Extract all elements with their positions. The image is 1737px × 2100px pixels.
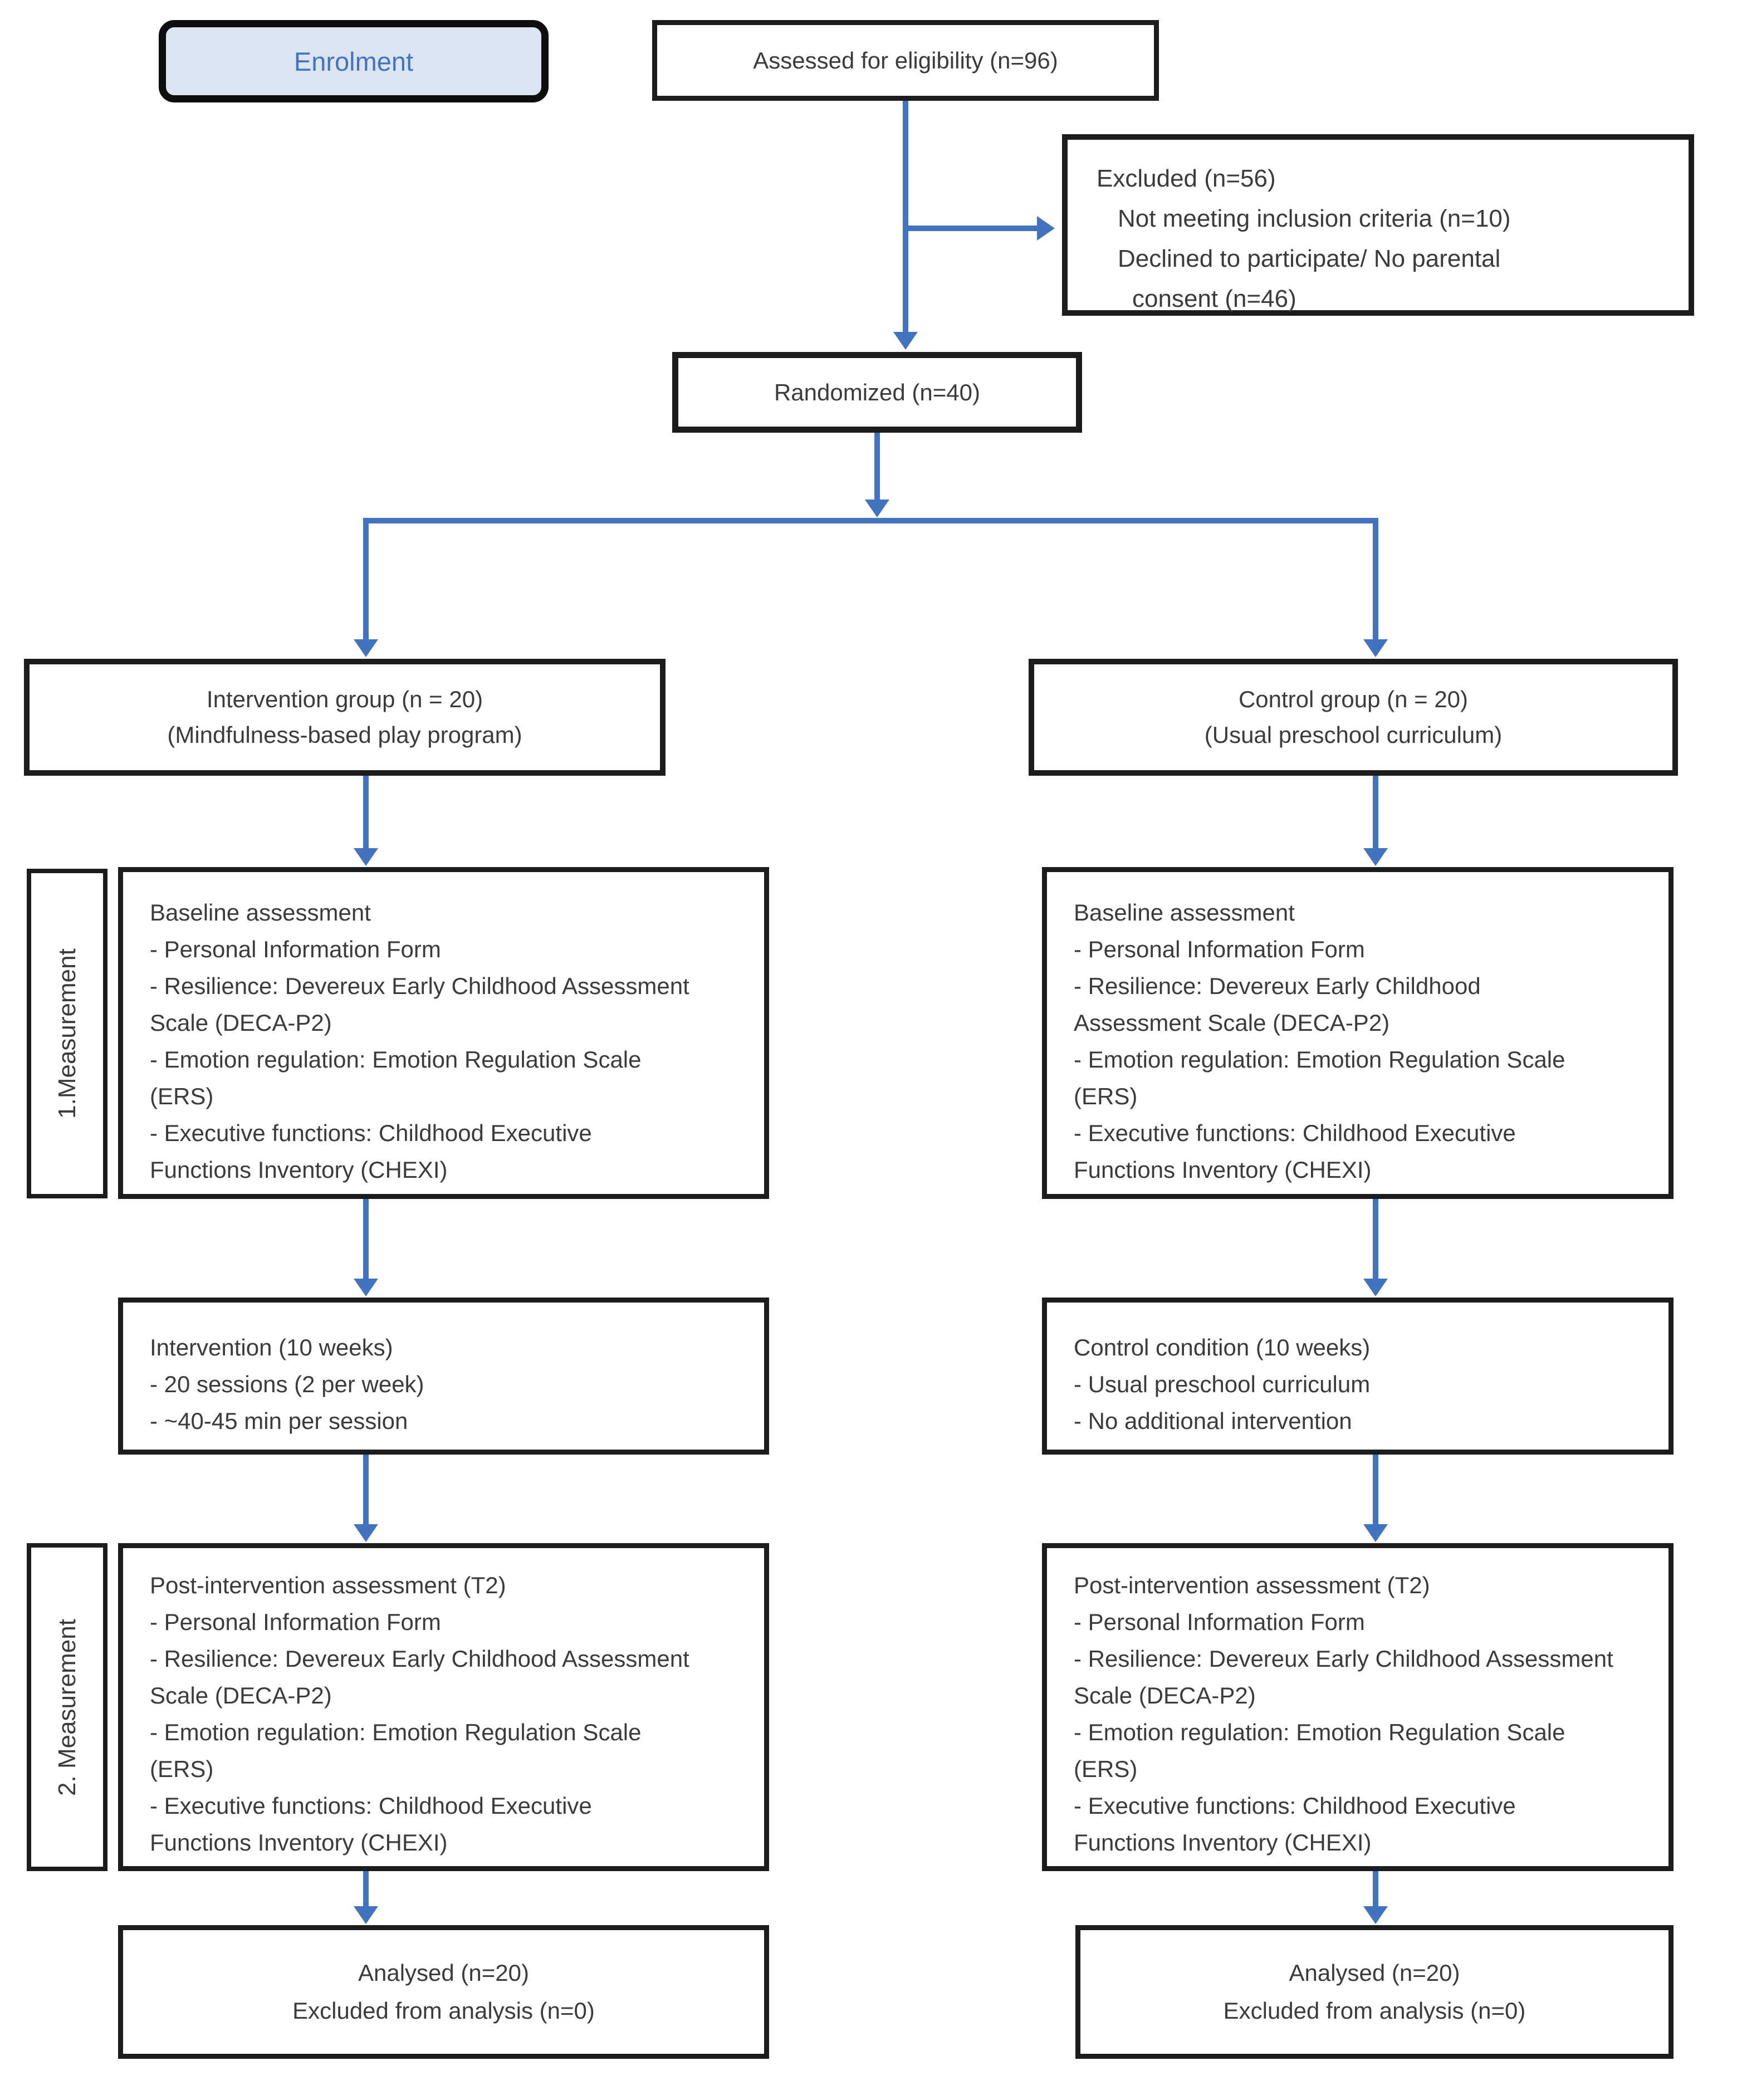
box-line: Assessment Scale (DECA-P2) [1074, 1010, 1390, 1036]
box-line: Intervention (10 weeks) [150, 1334, 393, 1360]
box-line: - Personal Information Form [150, 936, 441, 962]
box-line: Baseline assessment [1074, 899, 1295, 926]
measurement-1-label: 1.Measurement [53, 948, 81, 1119]
box-line: - Resilience: Devereux Early Childhood [1074, 973, 1481, 999]
arrow-assessed-to-randomized [903, 101, 908, 334]
box-line: - Executive functions: Childhood Executi… [150, 1793, 592, 1819]
excluded-reason: Declined to participate/ No parental [1118, 245, 1501, 272]
arrowhead-down-icon [354, 1906, 378, 1924]
box-line: Analysed (n=20) [1289, 1960, 1460, 1986]
arrow-split-to-control-group [1373, 523, 1378, 639]
arrowhead-down-icon [354, 848, 378, 866]
box-line: Control condition (10 weeks) [1074, 1334, 1371, 1360]
box-line: - Emotion regulation: Emotion Regulation… [1074, 1719, 1565, 1745]
group-line: (Mindfulness-based play program) [167, 722, 522, 748]
box-line: - Executive functions: Childhood Executi… [1074, 1793, 1516, 1819]
arrowhead-down-icon [1363, 848, 1388, 866]
post-assessment-right-box: Post-intervention assessment (T2) - Pers… [1042, 1543, 1674, 1871]
box-line: Scale (DECA-P2) [1074, 1682, 1256, 1709]
arrowhead-down-icon [893, 332, 918, 350]
excluded-title: Excluded (n=56) [1097, 165, 1276, 192]
box-line: Functions Inventory (CHEXI) [1074, 1829, 1372, 1856]
box-line: Excluded from analysis (n=0) [1223, 1998, 1526, 2024]
group-line: Intervention group (n = 20) [206, 686, 483, 712]
box-line: Post-intervention assessment (T2) [150, 1572, 506, 1598]
enrolment-stage-box: Enrolment [159, 20, 549, 102]
arrowhead-down-icon [1363, 1524, 1388, 1542]
arrow-group-to-baseline-right [1373, 776, 1378, 848]
assessed-text: Assessed for eligibility (n=96) [753, 47, 1058, 74]
measurement-1-sidebar: 1.Measurement [27, 869, 107, 1198]
arrowhead-right-icon [1037, 216, 1055, 241]
arrow-post-to-analysed-left [363, 1871, 369, 1906]
arrow-period-to-post-left [363, 1455, 369, 1524]
arrow-baseline-to-period-left [363, 1199, 369, 1279]
box-line: - Resilience: Devereux Early Childhood A… [150, 1646, 689, 1672]
box-line: (ERS) [1074, 1756, 1138, 1782]
arrowhead-down-icon [354, 1524, 378, 1542]
box-line: - Personal Information Form [1074, 936, 1365, 962]
box-line: Functions Inventory (CHEXI) [150, 1157, 448, 1183]
arrow-to-excluded [906, 226, 1039, 231]
group-line: (Usual preschool curriculum) [1204, 722, 1503, 748]
box-line: - Emotion regulation: Emotion Regulation… [150, 1719, 642, 1745]
enrolment-label: Enrolment [293, 46, 414, 76]
arrow-post-to-analysed-right [1373, 1871, 1378, 1906]
split-connector-line [363, 518, 1378, 523]
arrow-group-to-baseline-left [363, 776, 369, 848]
baseline-assessment-right-box: Baseline assessment - Personal Informati… [1042, 867, 1674, 1199]
arrowhead-down-icon [1363, 639, 1388, 657]
box-line: Scale (DECA-P2) [150, 1682, 332, 1709]
group-line: Control group (n = 20) [1238, 686, 1469, 712]
randomized-text: Randomized (n=40) [774, 379, 981, 405]
control-period-box: Control condition (10 weeks) - Usual pre… [1042, 1298, 1674, 1455]
control-group-box: Control group (n = 20) (Usual preschool … [1029, 659, 1678, 776]
box-line: Functions Inventory (CHEXI) [150, 1829, 448, 1856]
excluded-reason: Not meeting inclusion criteria (n=10) [1118, 205, 1511, 232]
post-assessment-left-box: Post-intervention assessment (T2) - Pers… [118, 1543, 769, 1871]
box-line: Scale (DECA-P2) [150, 1010, 332, 1036]
box-line: - No additional intervention [1074, 1408, 1352, 1434]
box-line: - ~40-45 min per session [150, 1408, 408, 1434]
arrow-randomized-to-split [874, 433, 880, 501]
excluded-reason: consent (n=46) [1132, 285, 1296, 312]
analysed-right-box: Analysed (n=20) Excluded from analysis (… [1075, 1925, 1674, 2059]
arrow-baseline-to-period-right [1373, 1199, 1378, 1279]
box-line: (ERS) [150, 1083, 214, 1109]
arrowhead-down-icon [354, 1279, 378, 1296]
arrowhead-down-icon [354, 639, 378, 657]
box-line: Analysed (n=20) [358, 1960, 530, 1986]
arrow-split-to-intervention-group [363, 523, 369, 639]
box-line: Functions Inventory (CHEXI) [1074, 1157, 1372, 1183]
arrowhead-down-icon [1363, 1906, 1388, 1924]
randomized-box: Randomized (n=40) [672, 352, 1082, 433]
box-line: - Emotion regulation: Emotion Regulation… [1074, 1046, 1565, 1073]
box-line: - Executive functions: Childhood Executi… [1074, 1120, 1516, 1146]
intervention-group-box: Intervention group (n = 20) (Mindfulness… [24, 659, 666, 776]
intervention-period-box: Intervention (10 weeks) - 20 sessions (2… [118, 1298, 769, 1455]
assessed-eligibility-box: Assessed for eligibility (n=96) [652, 20, 1159, 101]
box-line: Baseline assessment [150, 899, 371, 926]
baseline-assessment-left-box: Baseline assessment - Personal Informati… [118, 867, 769, 1199]
analysed-left-box: Analysed (n=20) Excluded from analysis (… [118, 1925, 769, 2059]
box-line: - Personal Information Form [150, 1609, 441, 1635]
excluded-box: Excluded (n=56) Not meeting inclusion cr… [1062, 134, 1694, 316]
arrowhead-down-icon [865, 500, 889, 517]
measurement-2-label: 2. Measurement [53, 1618, 81, 1796]
box-line: - Emotion regulation: Emotion Regulation… [150, 1046, 642, 1073]
box-line: - Executive functions: Childhood Executi… [150, 1120, 592, 1146]
box-line: Post-intervention assessment (T2) [1074, 1572, 1430, 1598]
arrow-period-to-post-right [1373, 1455, 1378, 1524]
measurement-2-sidebar: 2. Measurement [27, 1543, 107, 1871]
box-line: - Resilience: Devereux Early Childhood A… [1074, 1646, 1613, 1672]
arrowhead-down-icon [1363, 1279, 1388, 1296]
box-line: (ERS) [1074, 1083, 1138, 1109]
box-line: Excluded from analysis (n=0) [292, 1998, 595, 2024]
box-line: - Personal Information Form [1074, 1609, 1365, 1635]
box-line: - Resilience: Devereux Early Childhood A… [150, 973, 689, 999]
box-line: - 20 sessions (2 per week) [150, 1371, 424, 1397]
box-line: (ERS) [150, 1756, 214, 1782]
box-line: - Usual preschool curriculum [1074, 1371, 1371, 1397]
